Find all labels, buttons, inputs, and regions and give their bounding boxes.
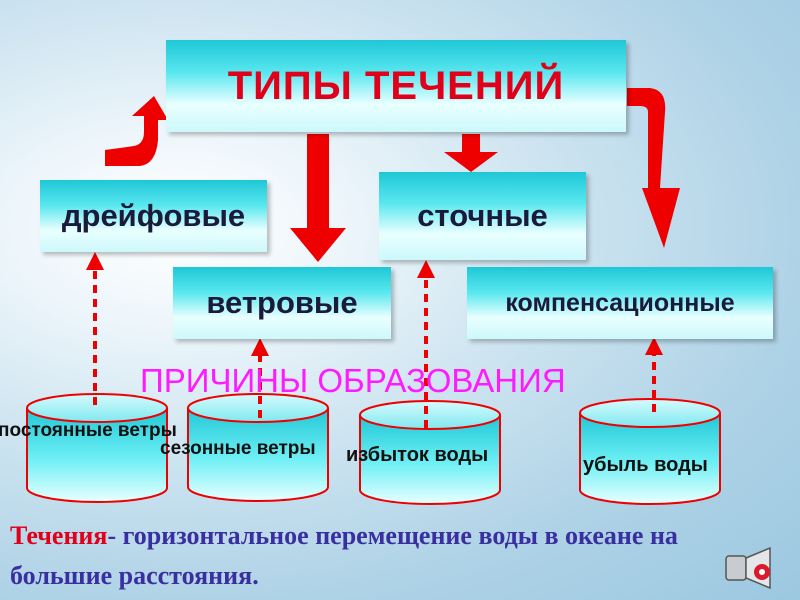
cylinder-seasonal-winds <box>187 393 329 502</box>
cylinder-water-loss <box>579 398 721 505</box>
cause-constant-winds-label: постоянные ветры <box>0 420 177 441</box>
type-stock-label: сточные <box>417 198 548 233</box>
causes-heading: ПРИЧИНЫ ОБРАЗОВАНИЯ <box>140 362 566 399</box>
diagram-title: ТИПЫ ТЕЧЕНИЙ <box>227 63 565 108</box>
arrow-title-to-wind <box>290 134 346 262</box>
speaker-icon[interactable] <box>725 546 771 590</box>
arrow-title-to-stock <box>444 134 498 172</box>
arrow-drift-to-title <box>105 96 168 166</box>
definition-term: Течения <box>10 521 108 550</box>
type-drift-label: дрейфовые <box>61 198 246 233</box>
type-wind-label: ветровые <box>206 285 358 320</box>
definition-body: - горизонтальное перемещение воды в океа… <box>10 521 678 590</box>
title-box: ТИПЫ ТЕЧЕНИЙ <box>166 40 626 132</box>
type-stock-box: сточные <box>379 172 586 260</box>
arrow-title-to-comp <box>627 88 680 248</box>
type-compensation-box: компенсационные <box>467 267 773 339</box>
cylinder-constant-winds <box>26 393 168 503</box>
type-drift-box: дрейфовые <box>40 180 267 252</box>
cause-seasonal-winds-label: сезонные ветры <box>160 438 316 459</box>
cause-water-excess-label: избыток воды <box>346 444 489 466</box>
type-wind-box: ветровые <box>173 267 391 339</box>
cylinder-water-excess <box>359 400 501 505</box>
cause-water-loss-label: убыль воды <box>583 454 708 476</box>
type-compensation-label: компенсационные <box>505 288 735 317</box>
definition-text: Течения- горизонтальное перемещение воды… <box>10 516 750 596</box>
